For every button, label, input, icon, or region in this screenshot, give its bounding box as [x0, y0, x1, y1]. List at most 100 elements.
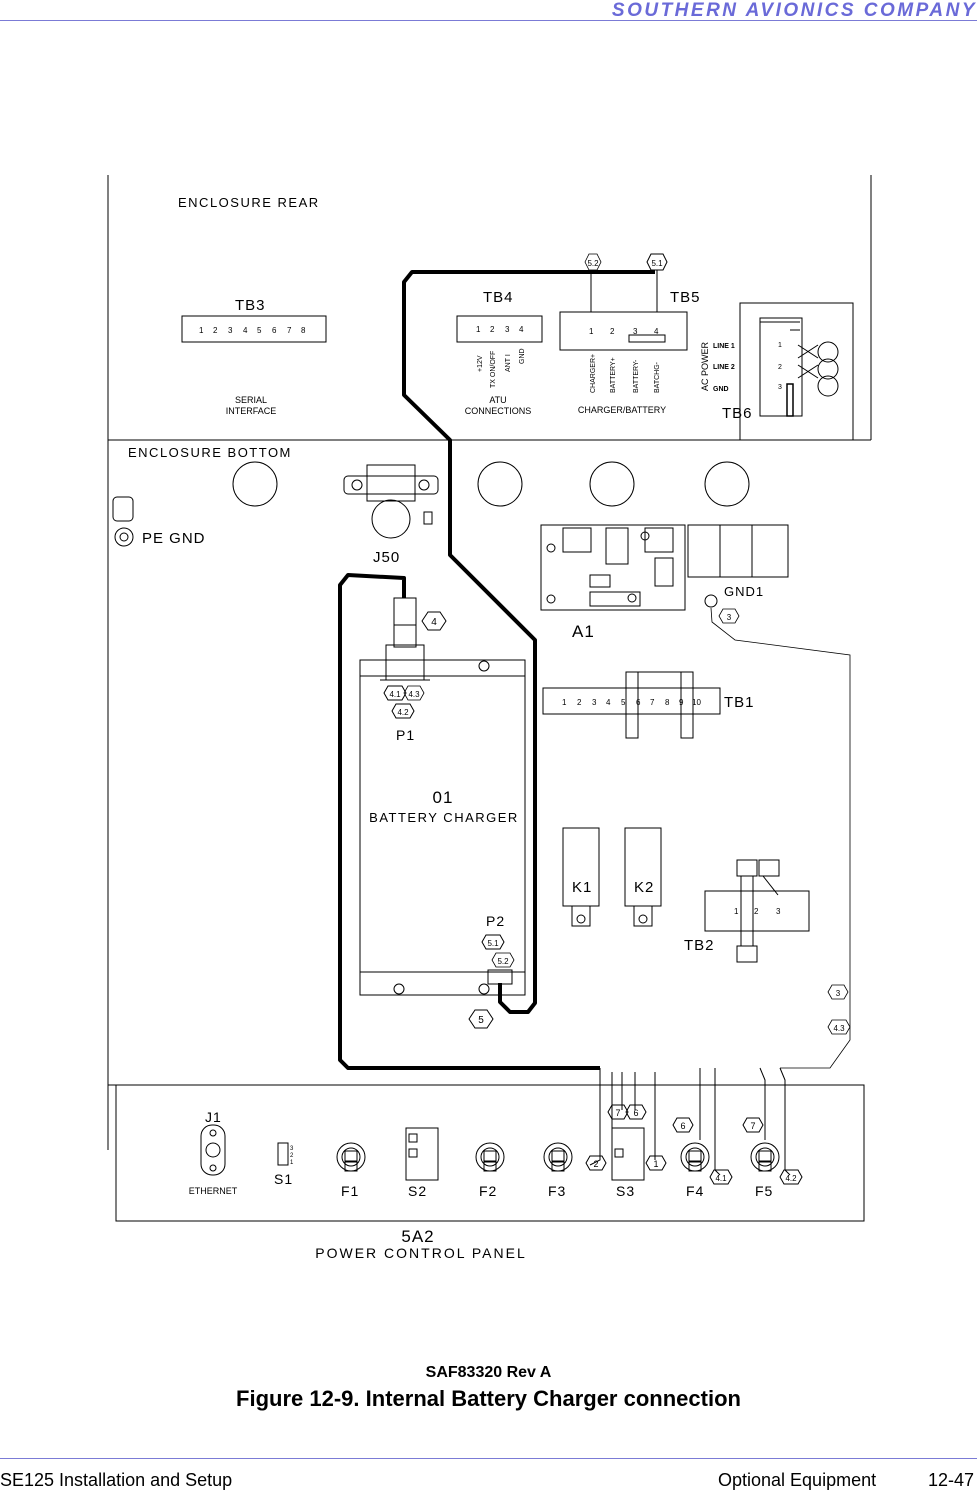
footer-section: Optional Equipment: [718, 1470, 877, 1490]
svg-text:7: 7: [750, 1121, 755, 1131]
svg-text:3: 3: [836, 989, 841, 998]
svg-text:4.2: 4.2: [785, 1174, 797, 1183]
marker-42-panel: 4.2: [779, 1169, 803, 1185]
tb3-terminal-8: 8: [301, 326, 306, 335]
tb1-terminal-7: 7: [650, 698, 655, 707]
tb3-block: TB3 1 2 3 4 5 6 7 8 SERIAL INTERFACE: [181, 297, 327, 416]
tb5-terminal-2: 2: [610, 327, 615, 336]
tb2-label: TB2: [684, 937, 715, 954]
tb5-signal-4: BATCHG-: [654, 361, 661, 393]
svg-text:6: 6: [633, 1108, 638, 1118]
marker-1: 1: [645, 1155, 667, 1171]
enclosure-bottom-label: ENCLOSURE BOTTOM: [128, 445, 292, 460]
j1-label: J1: [205, 1109, 222, 1125]
s2-label: S2: [408, 1183, 427, 1199]
svg-text:7: 7: [615, 1108, 620, 1118]
marker-3-right: 3: [827, 984, 849, 1000]
tb3-terminal-6: 6: [272, 326, 277, 335]
panel-drop-wires: [589, 1067, 791, 1176]
tb1-terminal-8: 8: [665, 698, 670, 707]
marker-2: 2: [585, 1155, 607, 1171]
svg-text:5: 5: [478, 1015, 484, 1026]
panel-holes: [232, 461, 750, 507]
tb4-block: TB4 1 2 3 4 +12V TX ON/OFF ANT I GND ATU…: [456, 289, 543, 416]
marker-42: 4.2: [391, 703, 415, 719]
svg-text:6: 6: [680, 1121, 685, 1131]
tb6-block: AC POWER LINE 1 LINE 2 GND 1 2 3 TB6: [700, 302, 854, 441]
tb2-terminal-2: 2: [754, 907, 759, 916]
j50-connector: [343, 464, 439, 539]
power-control-panel: [108, 1084, 865, 1222]
ac-power-label: AC POWER: [700, 341, 710, 391]
harness-wire-5-1: [402, 270, 655, 1014]
svg-text:1: 1: [653, 1159, 658, 1169]
f2-label: F2: [479, 1183, 497, 1199]
tb3-caption-line1: SERIAL: [235, 395, 267, 405]
marker-41: 4.1: [383, 685, 407, 701]
tb1-terminal-9: 9: [679, 698, 684, 707]
tb3-terminal-2: 2: [213, 326, 218, 335]
ground-wire: [710, 607, 851, 1069]
tb5-terminal-4: 4: [654, 327, 659, 336]
fuse-f4: [680, 1142, 710, 1172]
p2-label: P2: [486, 913, 505, 929]
a1-board: [540, 524, 789, 611]
tb2-terminal-1: 1: [734, 907, 739, 916]
marker-51: 5.1: [481, 934, 505, 950]
pe-gnd-stud: [112, 496, 134, 547]
s3-label: S3: [616, 1183, 635, 1199]
s1-pos-1: 1: [290, 1160, 294, 1166]
f5-label: F5: [755, 1183, 773, 1199]
charger-ref: 01: [433, 788, 454, 807]
relay-k2: [624, 827, 662, 927]
tb4-signal-3: ANT I: [505, 354, 512, 372]
marker-7-left: 7: [607, 1104, 629, 1120]
panel-ref-label: 5A2: [401, 1227, 434, 1246]
tb6-label: TB6: [722, 405, 753, 422]
marker-43: 4.3: [403, 685, 425, 701]
tb2-block: 1 2 3: [704, 859, 810, 963]
f4-label: F4: [686, 1183, 704, 1199]
s1-pos-3: 3: [290, 1146, 294, 1152]
marker-52-top: 5.2: [584, 253, 602, 271]
tb6-terminal-3: 3: [778, 384, 782, 391]
enclosure-rear-label: ENCLOSURE REAR: [178, 195, 320, 210]
svg-text:3: 3: [727, 613, 732, 622]
svg-text:5.2: 5.2: [497, 957, 509, 966]
j1-connector: [200, 1124, 226, 1176]
tb5-terminal-3: 3: [633, 327, 638, 336]
tb4-terminal-3: 3: [505, 325, 510, 334]
svg-text:2: 2: [593, 1159, 598, 1169]
tb1-label: TB1: [724, 694, 755, 711]
tb6-gnd-label: GND: [713, 386, 729, 393]
tb1-block: 1 2 3 4 5 6 7 8 9 10: [542, 671, 721, 739]
svg-text:4.3: 4.3: [833, 1024, 845, 1033]
tb1-terminal-6: 6: [636, 698, 641, 707]
tb6-line2-label: LINE 2: [713, 364, 735, 371]
wiring-diagram: ENCLOSURE REAR ENCLOSURE BOTTOM TB3 1 2 …: [107, 175, 872, 1261]
s1-switch: [277, 1142, 289, 1166]
tb4-signal-2: TX ON/OFF: [490, 351, 497, 388]
switch-s3: [611, 1127, 645, 1181]
header-rule: [0, 20, 977, 21]
svg-text:4.3: 4.3: [408, 690, 420, 699]
pe-gnd-label: PE GND: [142, 530, 206, 547]
tb4-signal-4: GND: [519, 348, 526, 364]
gnd1-stud: [704, 594, 718, 608]
marker-6-left: 6: [625, 1104, 647, 1120]
tb4-terminal-4: 4: [519, 325, 524, 334]
tb6-terminal-2: 2: [778, 364, 782, 371]
tb4-caption-line1: ATU: [489, 395, 506, 405]
tb4-caption-line2: CONNECTIONS: [465, 406, 532, 416]
marker-4: 4: [421, 611, 447, 631]
tb2-terminal-3: 3: [776, 907, 781, 916]
f1-label: F1: [341, 1183, 359, 1199]
panel-name-label: POWER CONTROL PANEL: [315, 1245, 526, 1261]
document-number: SAF83320 Rev A: [425, 1364, 552, 1381]
tb5-signal-1: CHARGER+: [590, 354, 597, 393]
marker-6: 6: [672, 1117, 694, 1133]
marker-3-gnd1: 3: [718, 608, 740, 624]
tb5-label: TB5: [670, 289, 701, 306]
tb1-terminal-1: 1: [562, 698, 567, 707]
fuse-f3: [543, 1142, 573, 1172]
